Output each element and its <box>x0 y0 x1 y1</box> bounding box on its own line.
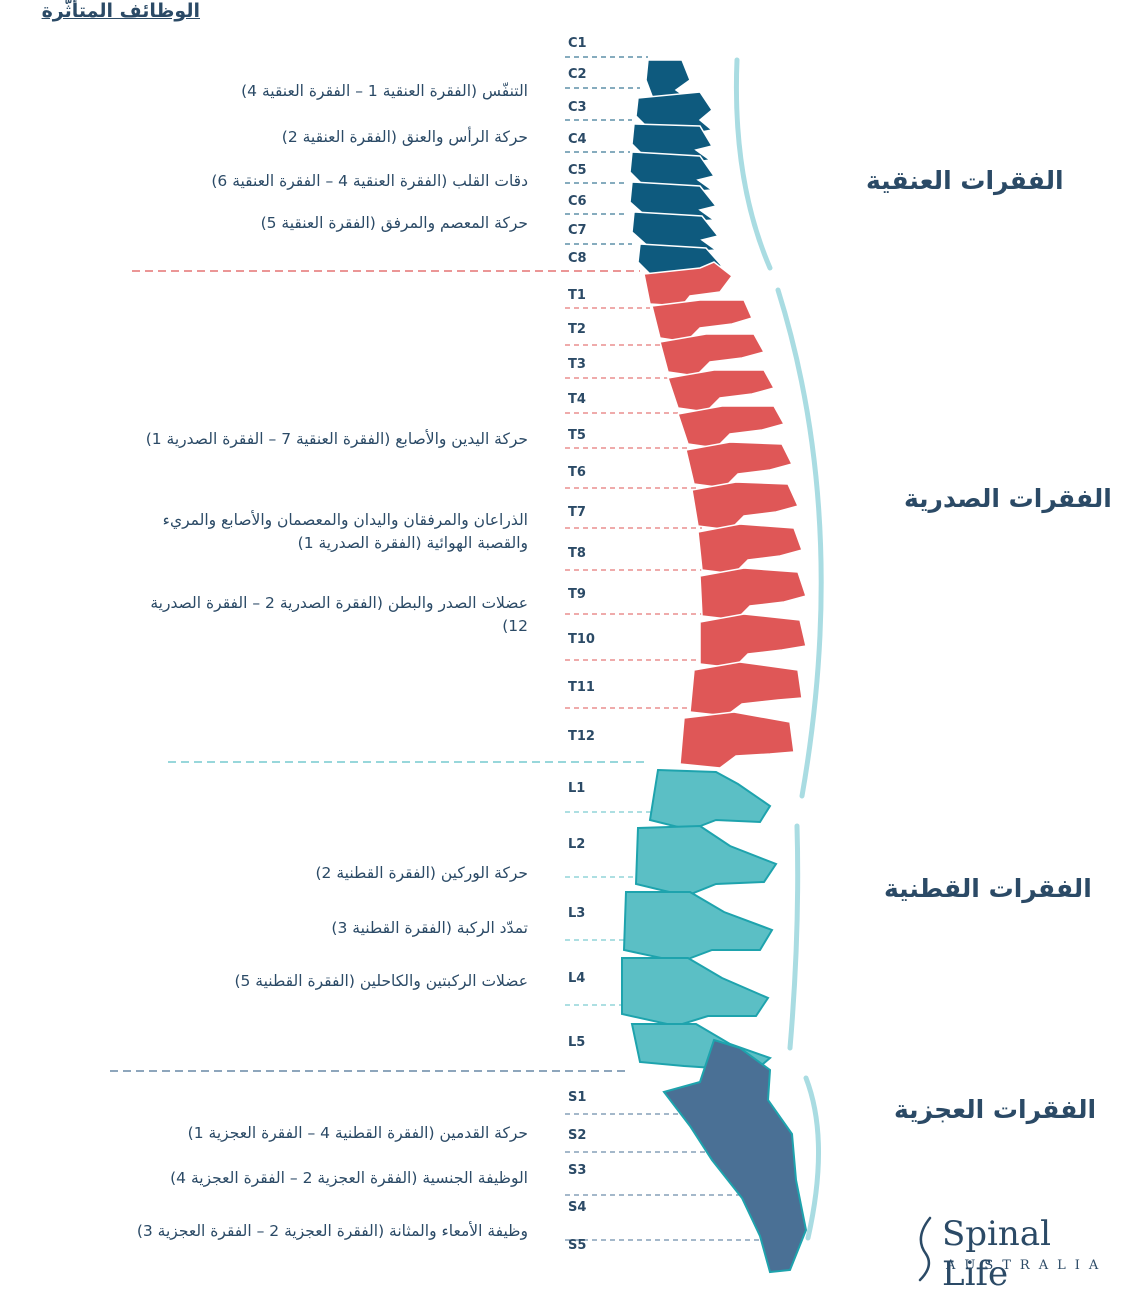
level-label: T11 <box>568 680 595 695</box>
logo-name: Spinal Life <box>942 1214 1127 1294</box>
level-label: T8 <box>568 546 586 561</box>
vertebra-t8 <box>698 524 802 574</box>
vertebra-l2 <box>636 826 776 896</box>
spinal-life-logo: Spinal Life AUSTRALIA <box>912 1214 1127 1284</box>
level-label: C4 <box>568 132 587 147</box>
level-label: C2 <box>568 67 587 82</box>
region-separators <box>110 271 645 1071</box>
level-label: T9 <box>568 587 586 602</box>
level-label: L1 <box>568 781 585 796</box>
vertebra-l1 <box>650 770 770 830</box>
vertebra-t9 <box>700 568 806 620</box>
level-label: T5 <box>568 428 586 443</box>
vertebra-t12 <box>680 712 794 768</box>
level-label: T10 <box>568 632 595 647</box>
logo-mark-icon <box>912 1214 942 1284</box>
vertebra-l4 <box>622 958 768 1026</box>
level-label: C1 <box>568 36 587 51</box>
level-label: S2 <box>568 1128 586 1143</box>
level-label: L3 <box>568 906 585 921</box>
level-label: C7 <box>568 223 587 238</box>
vertebra-t7 <box>692 482 798 530</box>
level-label: C5 <box>568 163 587 178</box>
level-label: C6 <box>568 194 587 209</box>
lumbar-vertebrae <box>622 770 776 1070</box>
cervical-vertebrae <box>630 60 722 278</box>
level-label: S4 <box>568 1200 586 1215</box>
level-label: L2 <box>568 837 585 852</box>
level-label: C8 <box>568 251 587 266</box>
sacrum <box>664 1040 806 1272</box>
level-label: S5 <box>568 1238 586 1253</box>
vertebra-l3 <box>624 892 772 962</box>
level-label: C3 <box>568 100 587 115</box>
level-label: L4 <box>568 971 585 986</box>
level-label: T3 <box>568 357 586 372</box>
level-label: T1 <box>568 288 586 303</box>
thoracic-vertebrae <box>644 262 806 768</box>
level-label: S3 <box>568 1163 586 1178</box>
level-label: T6 <box>568 465 586 480</box>
vertebra-t6 <box>686 442 792 488</box>
level-label: T2 <box>568 322 586 337</box>
level-label: T12 <box>568 729 595 744</box>
level-label: S1 <box>568 1090 586 1105</box>
vertebra-t10 <box>700 614 806 668</box>
logo-subtitle: AUSTRALIA <box>946 1258 1107 1273</box>
level-label: T4 <box>568 392 586 407</box>
level-label: L5 <box>568 1035 585 1050</box>
level-label: T7 <box>568 505 586 520</box>
vertebra-t11 <box>690 662 802 716</box>
